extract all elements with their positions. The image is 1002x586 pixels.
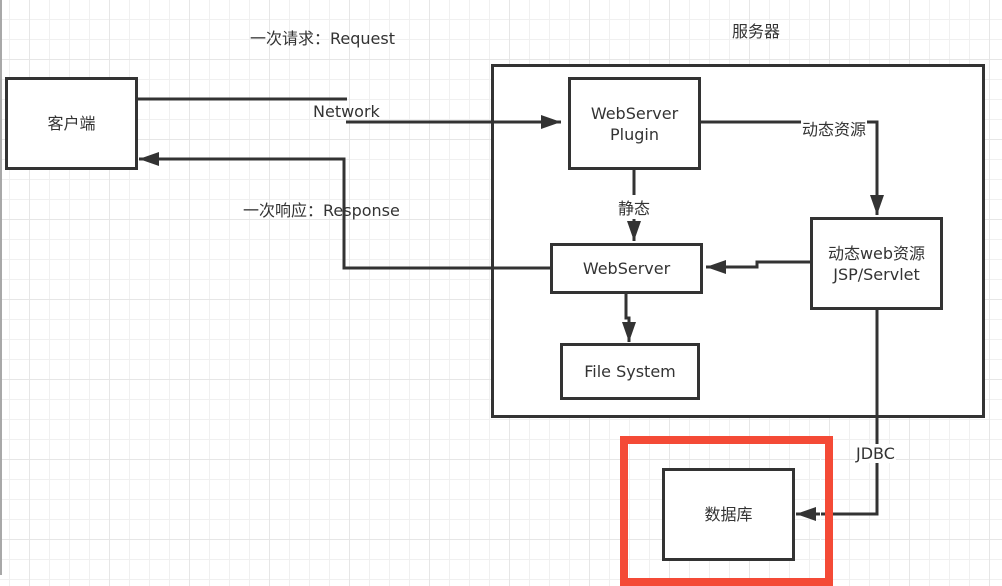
filesystem-node[interactable]: File System: [560, 343, 700, 400]
request-label: 一次请求：Request: [250, 29, 395, 48]
dynamic-line: [699, 120, 884, 215]
static-label: 静态: [617, 195, 652, 219]
webserver-plugin-label-line2: Plugin: [610, 124, 659, 144]
client-label: 客户端: [47, 114, 96, 133]
webserver-plugin-node[interactable]: WebServer Plugin: [568, 77, 701, 170]
filesystem-label: File System: [584, 362, 676, 381]
database-label: 数据库: [704, 505, 753, 524]
response-line: [139, 152, 551, 270]
webserver-to-filesystem-line: [622, 293, 636, 342]
response-label: 一次响应：Response: [243, 201, 400, 220]
dynamic-to-webserver-line: [706, 260, 810, 274]
webserver-label: WebServer: [582, 259, 671, 278]
server-title: 服务器: [732, 22, 781, 41]
dynamic-resource-label: 动态资源: [801, 116, 868, 140]
network-label: Network: [313, 102, 380, 121]
database-node[interactable]: 数据库: [662, 468, 795, 561]
webserver-node[interactable]: WebServer: [550, 243, 703, 294]
dynamic-web-resource-label-line1: 动态web资源: [827, 243, 926, 263]
webserver-plugin-label: WebServer Plugin: [591, 103, 678, 145]
database-highlight-frame: [620, 436, 833, 586]
client-node[interactable]: 客户端: [5, 77, 138, 170]
jdbc-line: [796, 309, 879, 521]
canvas-left-border: [0, 0, 2, 575]
jdbc-label: JDBC: [855, 444, 896, 463]
dynamic-web-resource-node[interactable]: 动态web资源 JSP/Servlet: [810, 217, 943, 310]
webserver-plugin-label-line1: WebServer: [590, 103, 679, 123]
dynamic-web-resource-label-line2: JSP/Servlet: [833, 264, 920, 284]
dynamic-web-resource-label: 动态web资源 JSP/Servlet: [828, 243, 925, 285]
